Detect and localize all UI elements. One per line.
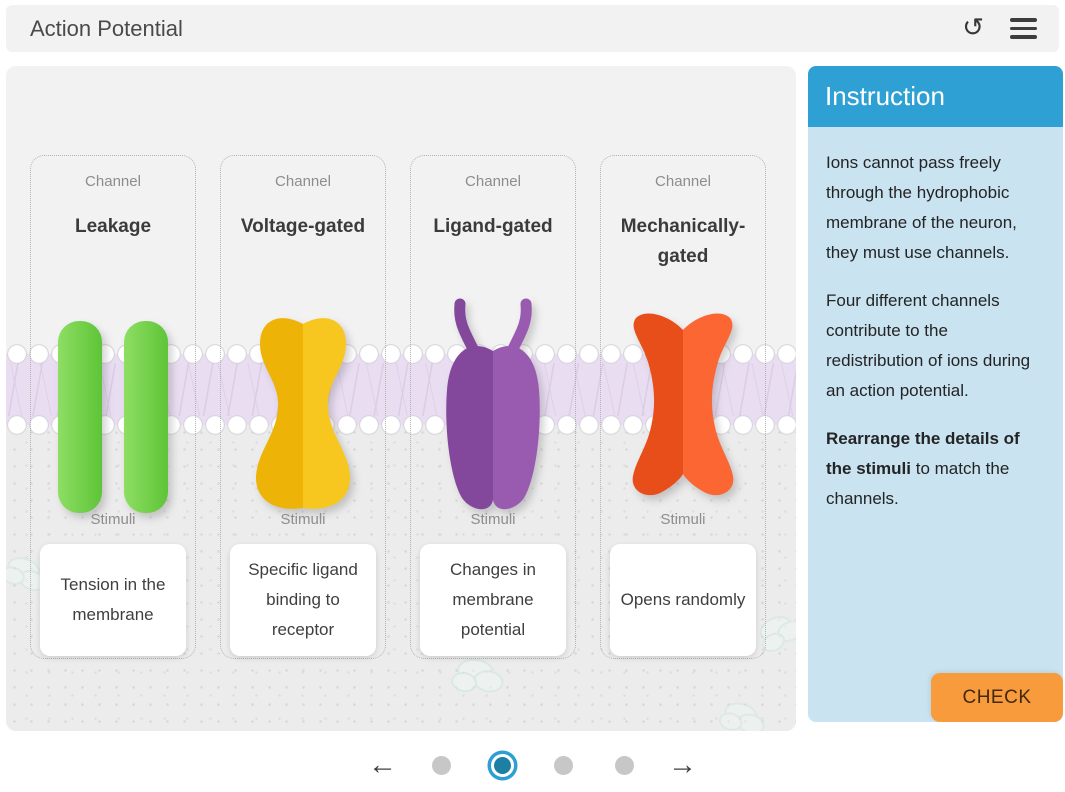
page-dot-1[interactable] bbox=[431, 755, 451, 775]
reset-icon[interactable]: ↺ bbox=[962, 11, 984, 42]
prev-arrow-icon[interactable]: ← bbox=[368, 748, 397, 781]
stimuli-label: Stimuli bbox=[280, 511, 326, 528]
instruction-title: Instruction bbox=[825, 81, 945, 111]
page-dot-4[interactable] bbox=[614, 755, 634, 775]
stimulus-card-draggable[interactable]: Specific ligand binding to receptor bbox=[230, 544, 376, 656]
instruction-body: Ions cannot pass freely through the hydr… bbox=[808, 127, 1063, 722]
channel-card-mechanically-gated: Channel Mechanically-gated Stimuli Opens… bbox=[600, 155, 766, 659]
page-dot-2[interactable] bbox=[490, 753, 514, 777]
page-dot-3[interactable] bbox=[553, 755, 573, 775]
channel-card-leakage: Channel Leakage Stimuli Tension in the m… bbox=[30, 155, 196, 659]
leakage-channel-graphic bbox=[30, 296, 196, 526]
next-arrow-icon[interactable]: → bbox=[668, 748, 697, 781]
activity-panel: Channel Leakage Stimuli Tension in the m… bbox=[6, 66, 796, 731]
stimulus-card-draggable[interactable]: Changes in membrane potential bbox=[420, 544, 566, 656]
channel-name-mechanically-gated: Mechanically-gated bbox=[620, 216, 746, 267]
stimulus-card-draggable[interactable]: Opens randomly bbox=[610, 544, 756, 656]
pagination-bar: ← → bbox=[0, 743, 1065, 787]
channel-name-leakage: Leakage bbox=[74, 216, 152, 237]
instruction-panel: Instruction Ions cannot pass freely thro… bbox=[808, 66, 1063, 722]
channel-name-voltage-gated: Voltage-gated bbox=[240, 216, 366, 237]
stimuli-label: Stimuli bbox=[90, 511, 136, 528]
stimuli-label: Stimuli bbox=[660, 511, 706, 528]
page-title: Action Potential bbox=[30, 15, 183, 41]
channel-label: Channel bbox=[655, 173, 711, 190]
channel-label: Channel bbox=[465, 173, 521, 190]
channel-card-ligand-gated: Channel Ligand-gated Stimuli Changes in … bbox=[410, 155, 576, 659]
menu-icon[interactable] bbox=[1010, 14, 1037, 43]
instruction-paragraph-1: Ions cannot pass freely through the hydr… bbox=[826, 153, 1017, 262]
stimulus-card-draggable[interactable]: Tension in the membrane bbox=[40, 544, 186, 656]
ligand-gated-channel-graphic bbox=[410, 296, 576, 526]
check-button[interactable]: CHECK bbox=[931, 673, 1063, 722]
topbar-icons: ↺ bbox=[962, 14, 1037, 43]
instruction-paragraph-2: Four different channels contribute to th… bbox=[826, 291, 1031, 400]
channel-label: Channel bbox=[85, 173, 141, 190]
voltage-gated-channel-graphic bbox=[220, 296, 386, 526]
mechanically-gated-channel-graphic bbox=[600, 296, 766, 526]
instruction-bold-text: Rearrange the details of the stimuli bbox=[826, 429, 1020, 478]
channel-label: Channel bbox=[275, 173, 331, 190]
top-bar: Action Potential ↺ bbox=[6, 5, 1059, 52]
channel-card-voltage-gated: Channel Voltage-gated Stimuli Specific l… bbox=[220, 155, 386, 659]
stimuli-label: Stimuli bbox=[470, 511, 516, 528]
channel-name-ligand-gated: Ligand-gated bbox=[433, 216, 553, 237]
instruction-header: Instruction bbox=[808, 66, 1063, 127]
instruction-paragraph-3: Rearrange the details of the stimuli to … bbox=[826, 429, 1020, 508]
